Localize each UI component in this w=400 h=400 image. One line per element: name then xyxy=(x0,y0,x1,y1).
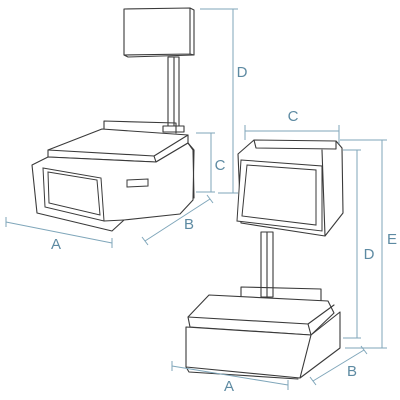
scale-1-label-a: A xyxy=(51,236,61,253)
scale-1-label-c: C xyxy=(215,157,226,174)
scale-1-labels: A B C D xyxy=(51,64,248,253)
scale-1-pole-display xyxy=(123,7,195,133)
scale-1-body xyxy=(31,120,195,232)
scale-2-label-e: E xyxy=(387,231,397,248)
scale-2-label-d: D xyxy=(364,246,375,263)
scale-2-dimensions xyxy=(171,125,387,390)
scale-2-label-a: A xyxy=(224,378,234,395)
scale-2-display xyxy=(236,139,344,237)
scale-1-dimensions xyxy=(5,8,238,248)
scale-2-labels: A B C D E xyxy=(224,108,397,395)
scale-1-label-d: D xyxy=(237,64,248,81)
scale-1-label-b: B xyxy=(184,216,194,233)
scale-2-pole xyxy=(260,231,274,298)
scale-2-label-c: C xyxy=(288,108,299,125)
scale-2-label-b: B xyxy=(347,363,357,380)
scale-2-body xyxy=(185,286,341,380)
